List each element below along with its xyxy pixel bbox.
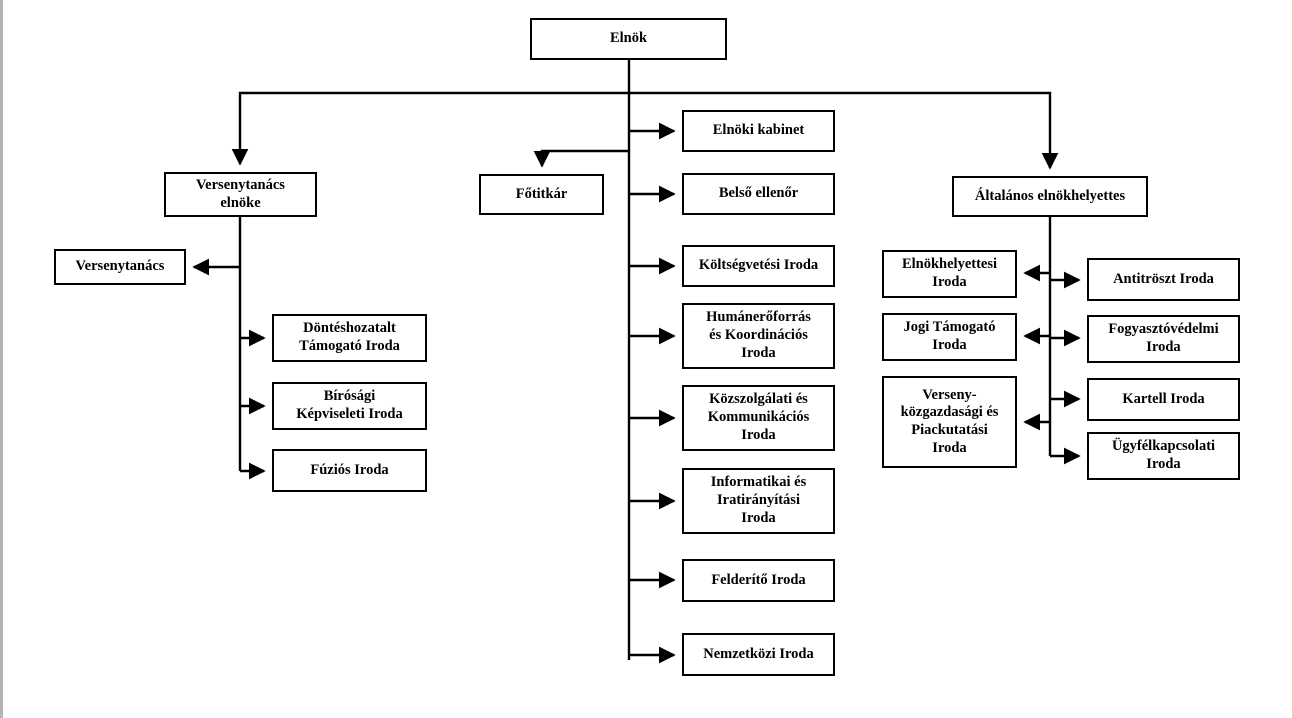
org-node-altalanos[interactable]: Általános elnökhelyettes xyxy=(952,176,1148,217)
org-node-label-altalanos: Általános elnökhelyettes xyxy=(974,187,1126,204)
org-node-label-elnoki_kabinet: Elnöki kabinet xyxy=(712,122,805,139)
org-node-label-fuzios: Fúziós Iroda xyxy=(310,461,389,478)
org-node-label-koltsegvetesi: Költségvetési Iroda xyxy=(698,257,819,274)
org-node-versenytanacs[interactable]: Versenytanács xyxy=(54,249,186,285)
org-node-label-versenytanacs: Versenytanács xyxy=(75,258,165,275)
org-node-elnok[interactable]: Elnök xyxy=(530,18,727,60)
org-node-label-felderito: Felderítő Iroda xyxy=(711,571,806,588)
org-node-label-antitroszt: Antitröszt Iroda xyxy=(1113,270,1214,287)
org-node-label-belso_ellenor: Belső ellenőr xyxy=(718,185,799,202)
org-node-belso_ellenor[interactable]: Belső ellenőr xyxy=(682,173,835,215)
org-node-fuzios[interactable]: Fúziós Iroda xyxy=(272,449,427,492)
page-left-edge xyxy=(0,0,3,718)
org-node-koltsegvetesi[interactable]: Költségvetési Iroda xyxy=(682,245,835,287)
org-node-fotitkar[interactable]: Főtitkár xyxy=(479,174,604,215)
org-node-nemzetkozi[interactable]: Nemzetközi Iroda xyxy=(682,633,835,676)
org-node-label-kartell: Kartell Iroda xyxy=(1122,390,1205,407)
org-node-felderito[interactable]: Felderítő Iroda xyxy=(682,559,835,602)
org-node-antitroszt[interactable]: Antitröszt Iroda xyxy=(1087,258,1240,301)
org-node-label-fotitkar: Főtitkár xyxy=(515,185,568,202)
org-node-label-nemzetkozi: Nemzetközi Iroda xyxy=(703,645,814,662)
org-node-label-elnok: Elnök xyxy=(609,30,648,47)
org-node-elnoki_kabinet[interactable]: Elnöki kabinet xyxy=(682,110,835,152)
org-node-kartell[interactable]: Kartell Iroda xyxy=(1087,378,1240,421)
